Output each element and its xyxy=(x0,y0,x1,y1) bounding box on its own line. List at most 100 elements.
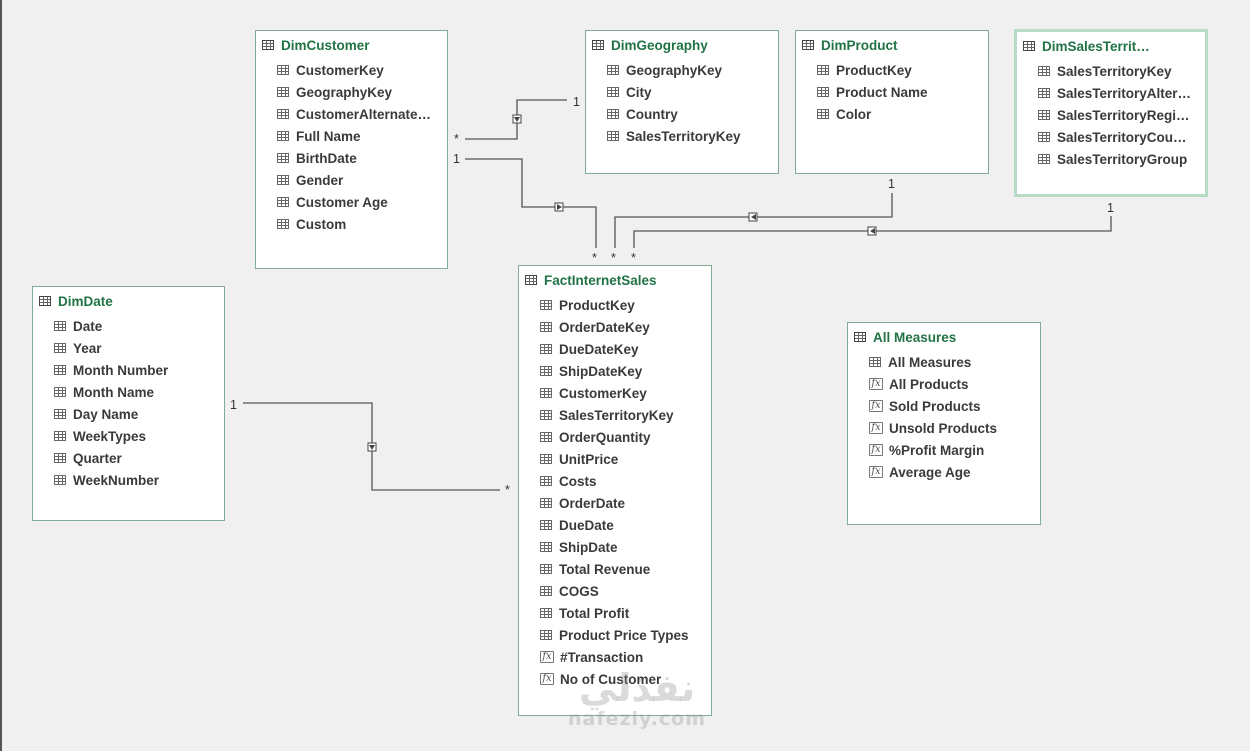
column-grid-icon xyxy=(540,586,552,596)
column-item[interactable]: Date xyxy=(54,315,224,337)
measure-item[interactable]: fx%Profit Margin xyxy=(869,439,1040,461)
column-item[interactable]: BirthDate xyxy=(277,147,447,169)
column-item[interactable]: Year xyxy=(54,337,224,359)
column-item[interactable]: Customer Age xyxy=(277,191,447,213)
column-item[interactable]: GeographyKey xyxy=(607,59,778,81)
column-grid-icon xyxy=(1038,110,1050,120)
column-item[interactable]: City xyxy=(607,81,778,103)
column-grid-icon xyxy=(277,219,289,229)
column-item[interactable]: Total Revenue xyxy=(540,558,711,580)
column-grid-icon xyxy=(277,175,289,185)
column-item[interactable]: CustomerKey xyxy=(277,59,447,81)
column-item[interactable]: WeekNumber xyxy=(54,469,224,491)
column-item[interactable]: DueDate xyxy=(540,514,711,536)
column-item[interactable]: SalesTerritoryKey xyxy=(540,404,711,426)
column-item[interactable]: Month Number xyxy=(54,359,224,381)
column-item[interactable]: All Measures xyxy=(869,351,1040,373)
column-item[interactable]: Month Name xyxy=(54,381,224,403)
column-grid-icon xyxy=(540,454,552,464)
table-header[interactable]: FactInternetSales xyxy=(519,266,711,294)
column-grid-icon xyxy=(277,65,289,75)
measure-fx-icon: fx xyxy=(869,444,883,456)
column-item[interactable]: DueDateKey xyxy=(540,338,711,360)
column-item[interactable]: Product Name xyxy=(817,81,988,103)
field-label: ProductKey xyxy=(559,297,635,313)
column-item[interactable]: ShipDate xyxy=(540,536,711,558)
column-item[interactable]: Full Name xyxy=(277,125,447,147)
column-item[interactable]: SalesTerritoryKey xyxy=(607,125,778,147)
column-grid-icon xyxy=(1038,132,1050,142)
column-item[interactable]: OrderDate xyxy=(540,492,711,514)
column-item[interactable]: ProductKey xyxy=(817,59,988,81)
column-grid-icon xyxy=(540,432,552,442)
column-item[interactable]: SalesTerritoryCou… xyxy=(1038,126,1205,148)
column-grid-icon xyxy=(817,109,829,119)
field-label: Total Revenue xyxy=(559,561,651,577)
column-grid-icon xyxy=(277,131,289,141)
field-label: Total Profit xyxy=(559,605,630,621)
column-item[interactable]: UnitPrice xyxy=(540,448,711,470)
column-grid-icon xyxy=(540,520,552,530)
column-item[interactable]: Color xyxy=(817,103,988,125)
measure-fx-icon: fx xyxy=(869,400,883,412)
column-item[interactable]: OrderDateKey xyxy=(540,316,711,338)
column-item[interactable]: Day Name xyxy=(54,403,224,425)
column-item[interactable]: Product Price Types xyxy=(540,624,711,646)
column-grid-icon xyxy=(817,87,829,97)
column-item[interactable]: SalesTerritoryAlter… xyxy=(1038,82,1205,104)
table-header[interactable]: All Measures xyxy=(848,323,1040,351)
table-header[interactable]: DimDate xyxy=(33,287,224,315)
column-grid-icon xyxy=(54,343,66,353)
column-item[interactable]: Gender xyxy=(277,169,447,191)
column-grid-icon xyxy=(540,630,552,640)
column-grid-icon xyxy=(540,542,552,552)
column-item[interactable]: SalesTerritoryKey xyxy=(1038,60,1205,82)
column-grid-icon xyxy=(277,153,289,163)
table-title: DimSalesTerrit… xyxy=(1042,38,1150,54)
table-header[interactable]: DimProduct xyxy=(796,31,988,59)
column-item[interactable]: SalesTerritoryRegi… xyxy=(1038,104,1205,126)
column-item[interactable]: CustomerKey xyxy=(540,382,711,404)
column-item[interactable]: Costs xyxy=(540,470,711,492)
column-item[interactable]: Quarter xyxy=(54,447,224,469)
column-item[interactable]: COGS xyxy=(540,580,711,602)
field-label: GeographyKey xyxy=(626,62,723,78)
column-item[interactable]: Country xyxy=(607,103,778,125)
field-label: Custom xyxy=(296,216,347,232)
cardinality-one: 1 xyxy=(230,398,237,412)
table-header[interactable]: DimCustomer xyxy=(256,31,447,59)
column-item[interactable]: ShipDateKey xyxy=(540,360,711,382)
column-item[interactable]: SalesTerritoryGroup xyxy=(1038,148,1205,170)
column-item[interactable]: WeekTypes xyxy=(54,425,224,447)
column-item[interactable]: Total Profit xyxy=(540,602,711,624)
column-item[interactable]: Custom xyxy=(277,213,447,235)
cardinality-one: 1 xyxy=(1107,201,1114,215)
field-label: SalesTerritoryKey xyxy=(559,407,674,423)
table-header[interactable]: DimSalesTerrit… xyxy=(1017,32,1205,60)
field-label: OrderQuantity xyxy=(559,429,651,445)
column-grid-icon xyxy=(540,322,552,332)
measure-item[interactable]: fx#Transaction xyxy=(540,646,711,668)
column-item[interactable]: GeographyKey xyxy=(277,81,447,103)
column-item[interactable]: CustomerAlternate… xyxy=(277,103,447,125)
field-label: All Measures xyxy=(888,354,972,370)
field-label: COGS xyxy=(559,583,599,599)
table-header[interactable]: DimGeography xyxy=(586,31,778,59)
column-item[interactable]: ProductKey xyxy=(540,294,711,316)
column-item[interactable]: OrderQuantity xyxy=(540,426,711,448)
